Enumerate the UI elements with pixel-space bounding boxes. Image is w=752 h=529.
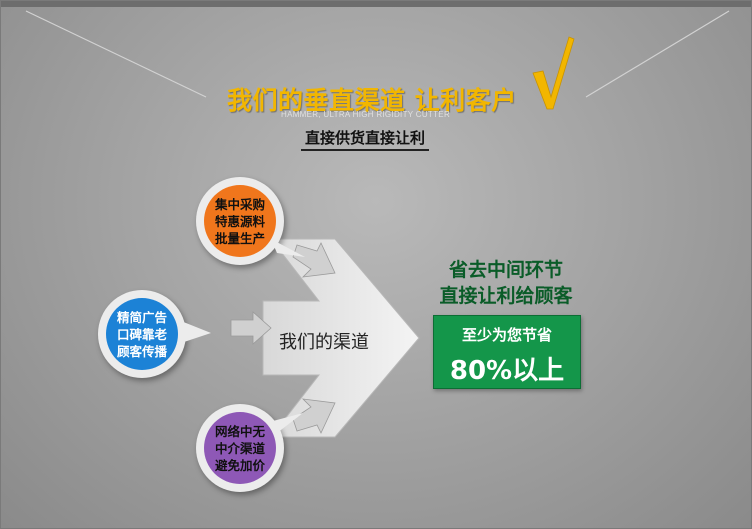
arrow-icon-middle <box>230 311 272 345</box>
savings-badge-line1: 至少为您节省 <box>461 326 552 344</box>
subtitle-english: HAMMER, ULTRA HIGH RIGIDITY CUTTER <box>281 110 451 119</box>
bubble-line: 中介渠道 <box>214 440 265 456</box>
bubble-advertising-text: 精简广告 口碑靠老 顾客传播 <box>106 298 178 370</box>
arrow-icon-bottom <box>292 398 336 434</box>
bubble-procurement: 集中采购 特惠源料 批量生产 <box>196 177 284 265</box>
savings-badge-percent: 80%以上 <box>449 356 565 386</box>
bubble-line: 网络中无 <box>214 423 265 439</box>
bubble-line: 避免加价 <box>214 457 265 473</box>
savings-line-1: 省去中间环节 <box>448 259 563 281</box>
check-mark-icon <box>532 36 575 110</box>
bubble-advertising: 精简广告 口碑靠老 顾客传播 <box>98 290 186 378</box>
bubble-procurement-text: 集中采购 特惠源料 批量生产 <box>204 185 276 257</box>
bubble-line: 顾客传播 <box>116 343 167 359</box>
savings-badge: 至少为您节省 80%以上 <box>433 315 581 389</box>
bubble-network-text: 网络中无 中介渠道 避免加价 <box>204 412 276 484</box>
bubble-line: 口碑靠老 <box>116 326 167 342</box>
large-arrow-icon <box>262 238 420 438</box>
bubble-line: 精简广告 <box>116 309 167 325</box>
bubble-network: 网络中无 中介渠道 避免加价 <box>196 404 284 492</box>
bubble-tail-top <box>271 239 305 257</box>
bubble-tail-bottom <box>273 413 303 433</box>
tagline: 直接供货直接让利 <box>301 126 430 151</box>
headline: 我们的垂直渠道 让利客户 <box>227 86 517 115</box>
bubble-line: 批量生产 <box>214 230 265 246</box>
bubble-line: 集中采购 <box>214 196 265 212</box>
savings-line-2: 直接让利给顾客 <box>439 285 573 307</box>
bubble-tail-middle <box>181 321 211 343</box>
arrow-icon-top <box>292 242 336 278</box>
bubble-line: 特惠源料 <box>214 213 265 229</box>
our-channel-label: 我们的渠道 <box>279 332 369 353</box>
